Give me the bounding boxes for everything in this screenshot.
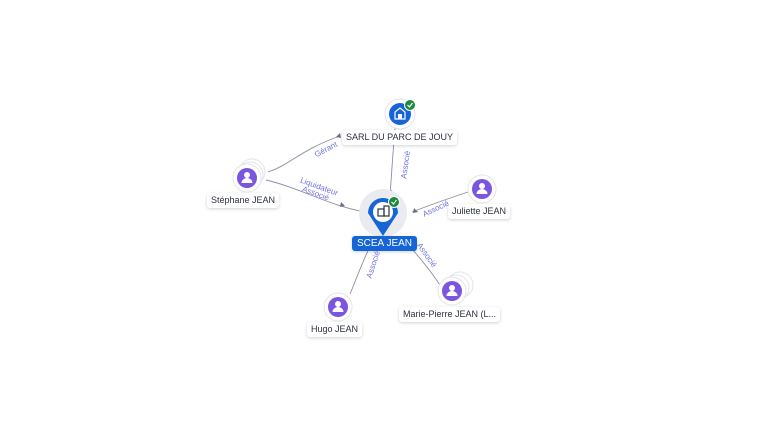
person-icon — [476, 183, 488, 194]
edge-label-associe-marie: Associé — [415, 241, 439, 270]
label-hugo[interactable]: Hugo JEAN — [307, 322, 363, 337]
arrow-icon — [340, 202, 345, 207]
node-hugo[interactable] — [323, 292, 353, 322]
person-icon — [241, 172, 253, 183]
edge-label-associe-hugo: Associé — [365, 249, 382, 279]
person-icon — [332, 301, 344, 312]
node-marie[interactable] — [437, 271, 474, 306]
edge-stephane-sarl — [267, 135, 341, 173]
label-marie[interactable]: Marie-Pierre JEAN (L... — [399, 307, 501, 322]
edge-label-associe-juliette: Associé — [421, 198, 451, 218]
node-sarl[interactable] — [384, 98, 416, 130]
label-stephane[interactable]: Stéphane JEAN — [207, 193, 280, 208]
edge-label-associe-sarl: Associé — [399, 150, 412, 180]
edge-stephane-main — [265, 179, 366, 213]
node-stephane[interactable] — [232, 158, 266, 193]
arrow-icon — [336, 133, 341, 138]
verified-check-icon — [388, 196, 400, 208]
label-sarl[interactable]: SARL DU PARC DE JOUY — [342, 130, 458, 145]
building-icon — [394, 107, 406, 120]
node-juliette[interactable] — [467, 174, 497, 204]
label-juliette[interactable]: Juliette JEAN — [448, 204, 511, 219]
person-icon — [446, 285, 458, 296]
building-icon — [377, 205, 390, 217]
node-main[interactable] — [359, 189, 407, 237]
edge-juliette-main — [411, 191, 469, 213]
edge-label-gerant: Gérant — [313, 139, 340, 159]
verified-check-icon — [404, 99, 416, 111]
arrow-icon — [413, 208, 418, 213]
label-main[interactable]: SCEA JEAN — [352, 236, 418, 251]
